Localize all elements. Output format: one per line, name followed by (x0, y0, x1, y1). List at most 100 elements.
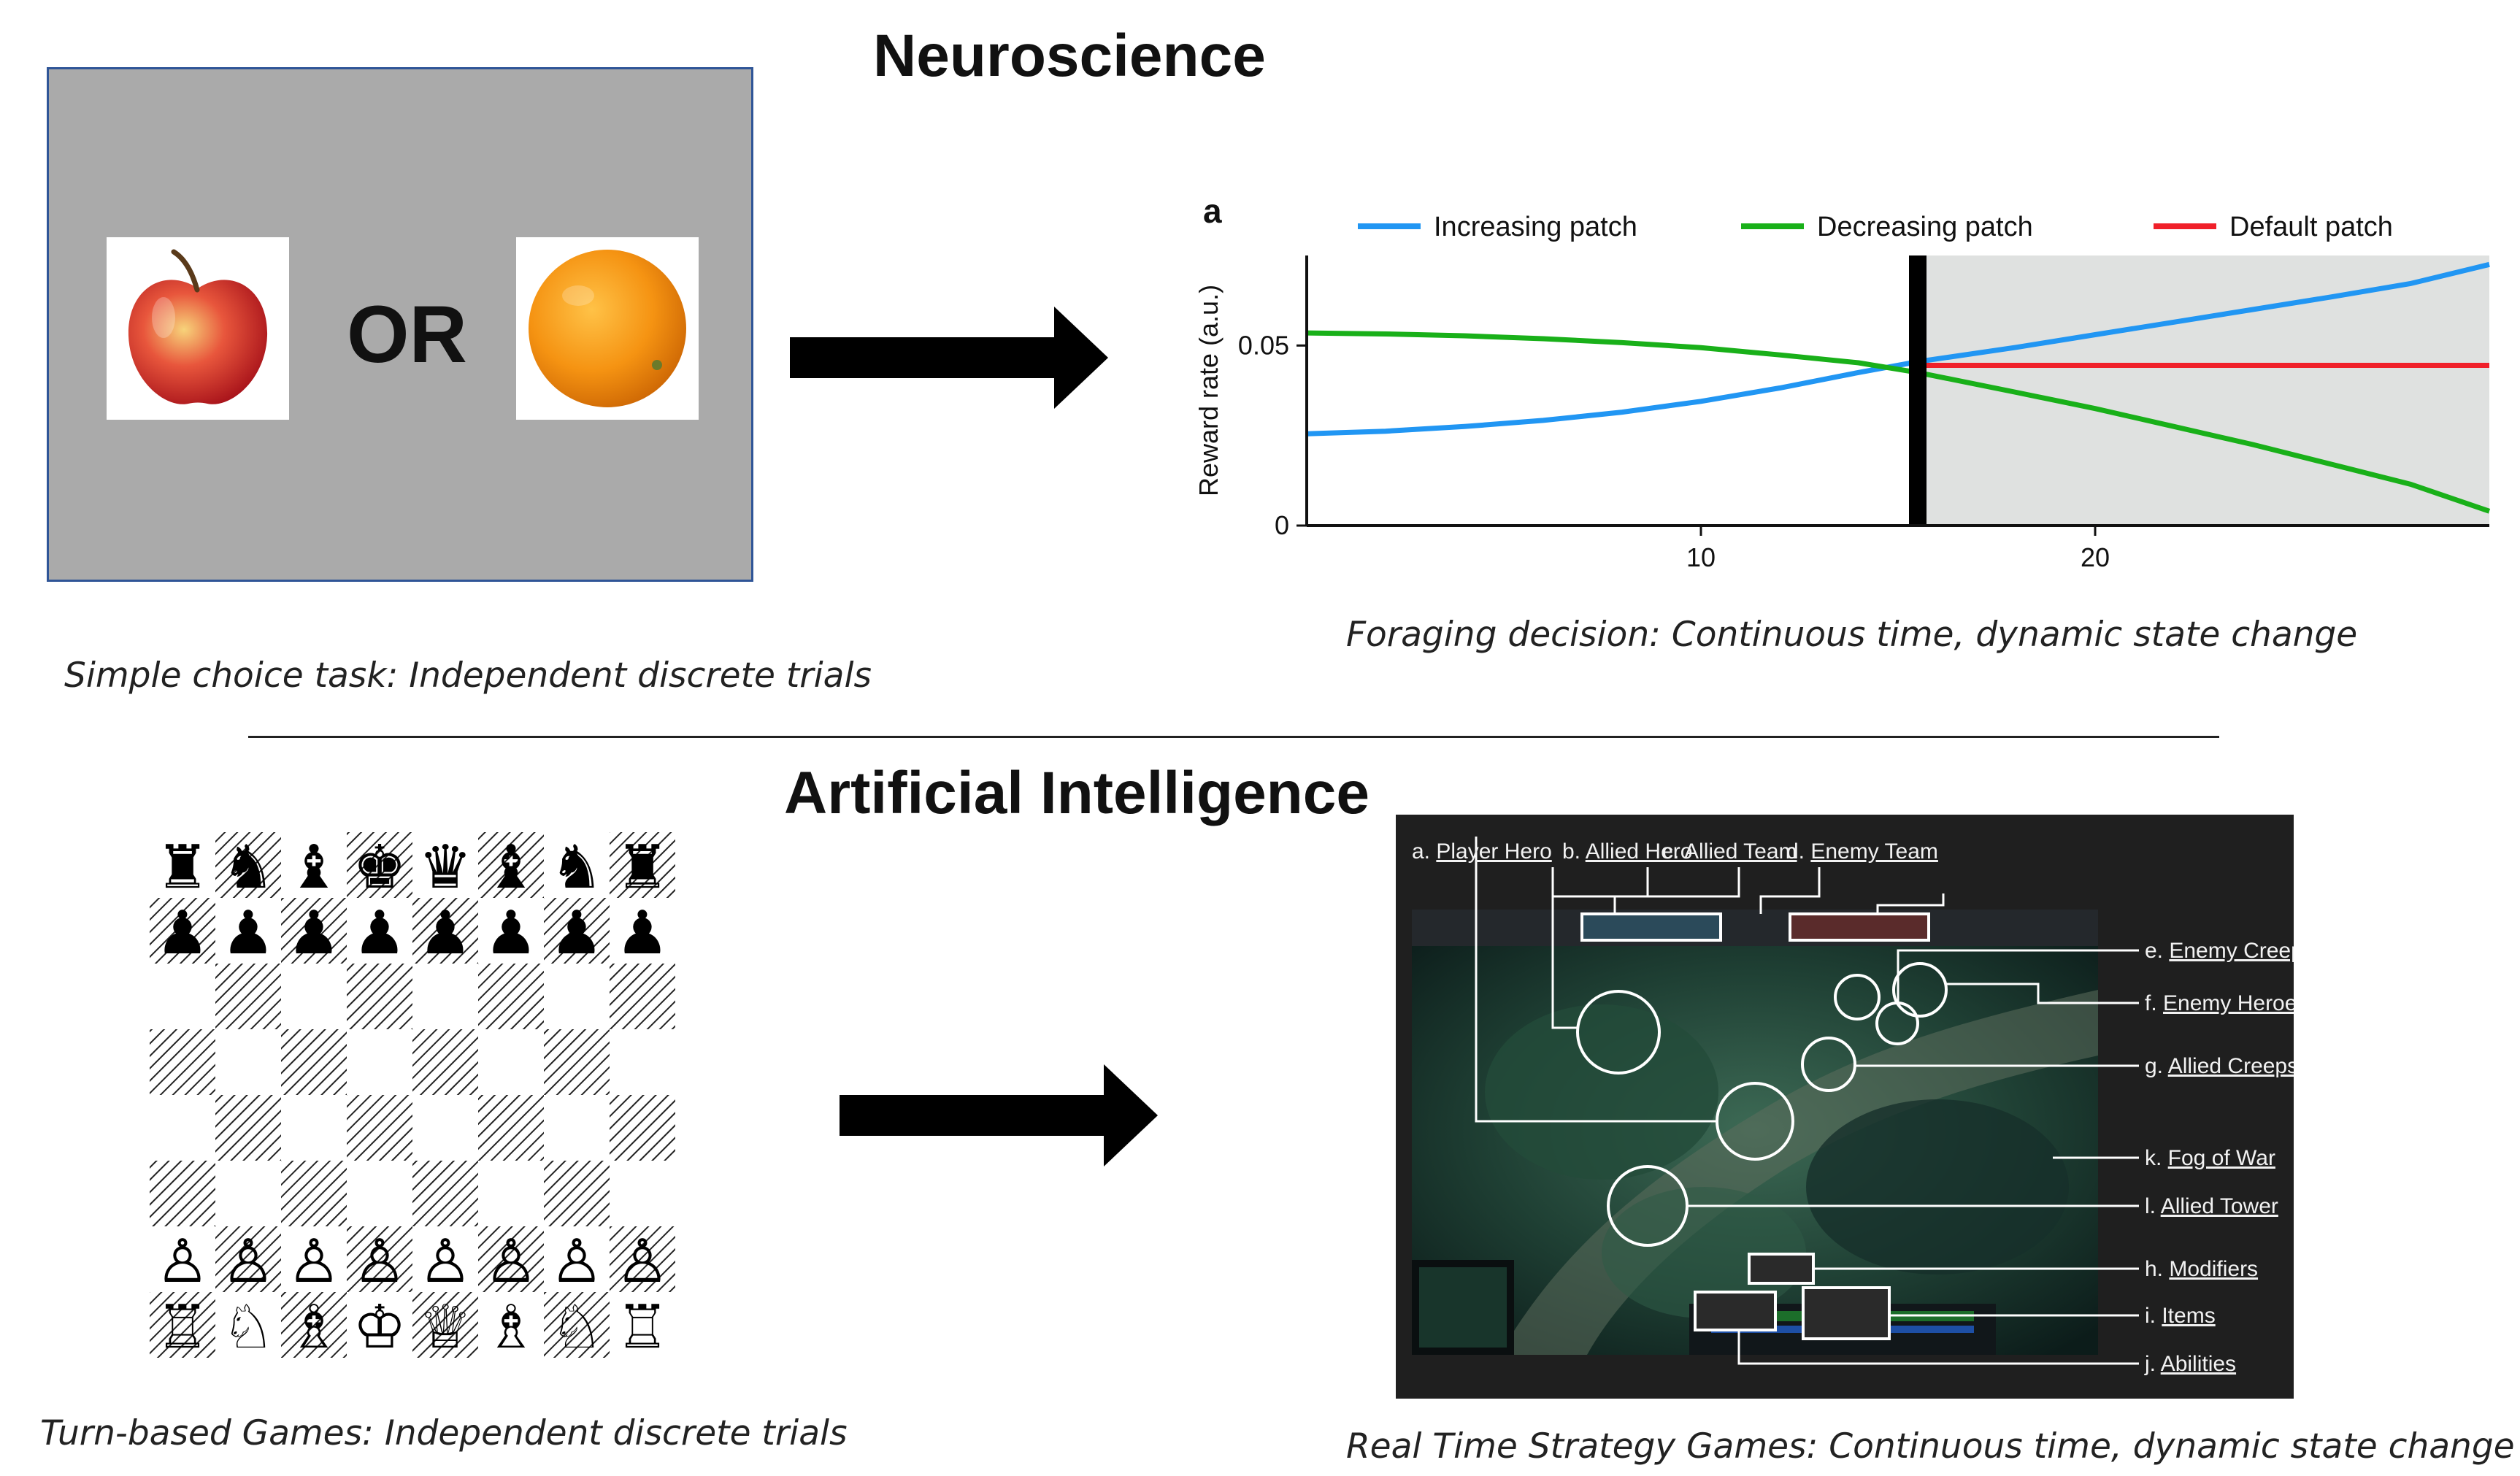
y-tick-label: 0 (1275, 510, 1289, 540)
dark-square (544, 1292, 610, 1358)
x-tick-label: 10 (1686, 542, 1716, 572)
light-square (215, 1161, 281, 1226)
chess-piece-icon: ♞ (550, 834, 604, 901)
top-annotation-label: b. Allied Hero (1562, 839, 1692, 864)
apple-icon (107, 237, 289, 420)
side-annotation-label: e. Enemy Creep (2145, 939, 2294, 963)
legend-label: Increasing patch (1434, 212, 1637, 242)
dark-square (544, 1161, 610, 1226)
neuroscience-title: Neuroscience (873, 23, 1266, 89)
legend-label: Default patch (2229, 212, 2393, 242)
chess-piece-icon: ♘ (550, 1294, 604, 1358)
chess-piece-icon: ♟ (155, 900, 210, 966)
chess-piece-icon: ♖ (155, 1294, 210, 1358)
chessboard: ♜♞♝♚♛♝♞♜♟♟♟♟♟♟♟♟♙♙♙♙♙♙♙♙♖♘♗♔♕♗♘♖ (150, 832, 675, 1358)
light-square (347, 1161, 412, 1226)
dark-square (281, 1292, 347, 1358)
game-hud-top (1412, 910, 2098, 946)
light-square (281, 1095, 347, 1161)
dark-square (544, 1029, 610, 1095)
chess-piece-icon: ♞ (221, 834, 275, 901)
light-square (478, 1292, 544, 1358)
dark-square (347, 964, 412, 1029)
dark-square (215, 964, 281, 1029)
top-annotation-label: a. Player Hero (1412, 839, 1552, 864)
dark-square (412, 898, 478, 964)
dark-square (412, 1292, 478, 1358)
dark-square (610, 1095, 675, 1161)
chess-piece-icon: ♙ (418, 1229, 472, 1295)
y-axis-label: Reward rate (a.u.) (1194, 285, 1223, 496)
dark-square (215, 1226, 281, 1292)
chess-piece-icon: ♙ (353, 1229, 407, 1295)
light-square (478, 1029, 544, 1095)
game-map (1412, 946, 2098, 1355)
side-annotation-label: j. Abilities (2144, 1352, 2236, 1376)
dark-square (412, 1161, 478, 1226)
chess-piece-icon: ♜ (615, 834, 669, 901)
dark-square (347, 832, 412, 898)
chess-piece-icon: ♙ (550, 1229, 604, 1295)
chess-piece-icon: ♟ (484, 900, 538, 966)
side-annotation-label: h. Modifiers (2145, 1257, 2258, 1281)
light-square (347, 898, 412, 964)
side-annotation-label: f. Enemy Heroes (2145, 991, 2294, 1015)
or-label: OR (347, 290, 467, 380)
side-annotation-label: l. Allied Tower (2145, 1194, 2278, 1218)
chess-piece-icon: ♙ (155, 1229, 210, 1295)
chess-piece-icon: ♗ (484, 1294, 538, 1358)
chess-piece-icon: ♙ (484, 1229, 538, 1295)
right-arrow-icon (840, 1064, 1158, 1166)
light-square (544, 1095, 610, 1161)
dark-square (478, 1226, 544, 1292)
chess-piece-icon: ♙ (615, 1229, 669, 1295)
section-divider (248, 736, 2219, 738)
light-square (478, 1161, 544, 1226)
light-square (610, 1029, 675, 1095)
side-annotation-label: g. Allied Creeps (2145, 1054, 2294, 1078)
light-square (610, 1161, 675, 1226)
light-square (478, 898, 544, 964)
light-square (150, 1095, 215, 1161)
dark-square (478, 964, 544, 1029)
series-line-1 (1306, 330, 2491, 514)
light-square (150, 1226, 215, 1292)
chess-piece-icon: ♖ (615, 1294, 669, 1358)
x-tick-label: 20 (2081, 542, 2110, 572)
light-square (150, 832, 215, 898)
dark-square (150, 1292, 215, 1358)
foraging-caption: Foraging decision: Continuous time, dyna… (1346, 615, 2358, 655)
chess-piece-icon: ♟ (615, 900, 669, 966)
dark-square (347, 1095, 412, 1161)
chess-piece-icon: ♔ (353, 1294, 407, 1358)
chess-piece-icon: ♙ (221, 1229, 275, 1295)
chess-piece-icon: ♝ (484, 834, 538, 901)
light-square (215, 1029, 281, 1095)
top-annotation-label: d. Enemy Team (1786, 839, 1938, 864)
dark-square (150, 1161, 215, 1226)
light-square (544, 1226, 610, 1292)
side-annotation-label: i. Items (2145, 1304, 2216, 1328)
light-square (544, 964, 610, 1029)
chess-piece-icon: ♛ (418, 834, 472, 901)
dark-square (610, 832, 675, 898)
dark-square (281, 1029, 347, 1095)
dark-square (478, 832, 544, 898)
chess-piece-icon: ♟ (287, 900, 341, 966)
chess-piece-icon: ♟ (418, 900, 472, 966)
chess-piece-icon: ♜ (155, 834, 210, 901)
light-square (412, 1226, 478, 1292)
light-square (215, 1292, 281, 1358)
chess-caption: Turn-based Games: Independent discrete t… (40, 1413, 848, 1453)
y-tick-label: 0.05 (1238, 330, 1289, 360)
legend-label: Decreasing patch (1817, 212, 2033, 242)
dark-square (150, 898, 215, 964)
light-square (347, 1292, 412, 1358)
chess-piece-icon: ♙ (287, 1229, 341, 1295)
right-arrow-icon (790, 307, 1108, 409)
dark-square (412, 1029, 478, 1095)
chess-piece-icon: ♘ (221, 1294, 275, 1358)
dark-square (281, 1161, 347, 1226)
dark-square (347, 1226, 412, 1292)
